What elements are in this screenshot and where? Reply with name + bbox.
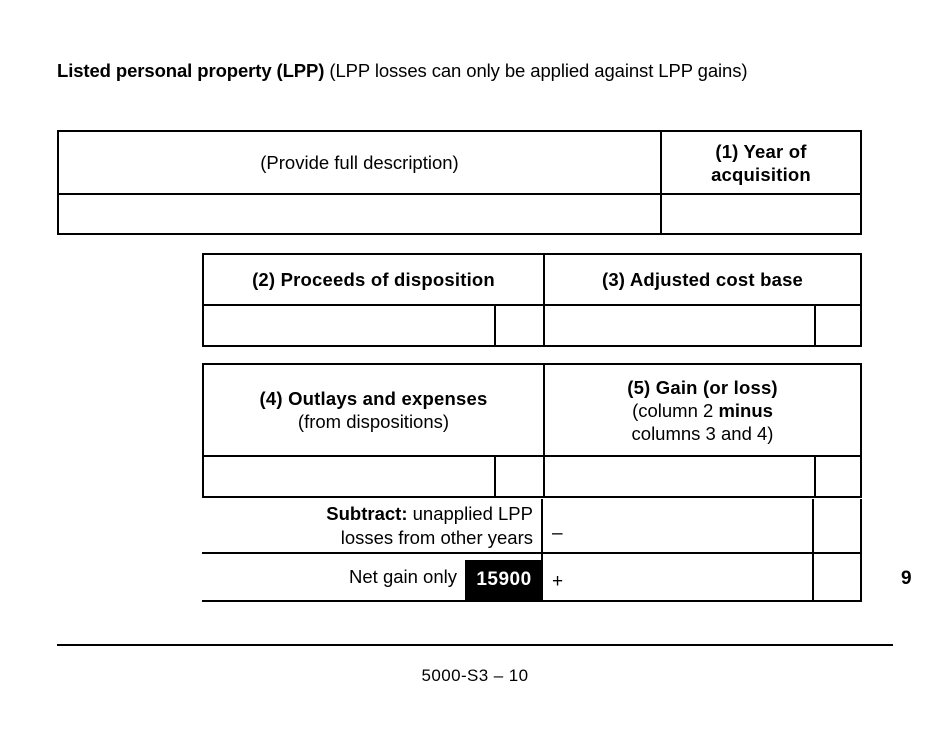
table-3-input-row (204, 457, 860, 496)
column-2-cents-input[interactable] (496, 306, 543, 345)
column-2-proceeds-header: (2) Proceeds of disposition (252, 269, 495, 290)
column-3-dollars-input[interactable] (545, 306, 814, 345)
subtract-row-right-edge (860, 499, 862, 552)
column-5-cents-divider (814, 457, 816, 496)
column-4-cents-divider (494, 457, 496, 496)
subtract-row-label: Subtract: unapplied LPP losses from othe… (202, 499, 539, 552)
plus-sign: + (552, 571, 564, 592)
column-4-dollars-input[interactable] (204, 457, 494, 496)
table-1-header-row: (Provide full description) (1) Year of a… (59, 132, 860, 195)
column-5-header-line1: (5) Gain (or loss) (627, 376, 778, 398)
minus-sign: – (552, 523, 563, 544)
year-of-acquisition-input[interactable] (662, 195, 860, 233)
section-heading: Listed personal property (LPP) (LPP loss… (57, 58, 857, 83)
subtract-unapplied-lpp-losses-row: Subtract: unapplied LPP losses from othe… (202, 499, 862, 554)
net-gain-row-cents-divider (812, 554, 814, 600)
subtract-label-line1: Subtract: unapplied LPP (326, 502, 533, 526)
table-1-input-divider (660, 195, 662, 233)
footer-form-id: 5000-S3 – 10 (421, 666, 529, 685)
subtract-dollars-input[interactable] (543, 499, 812, 552)
net-gain-row-right-edge (860, 554, 862, 600)
net-gain-cents-input[interactable] (814, 554, 860, 600)
table-3-input-divider (543, 457, 545, 496)
section-heading-plain: (LPP losses can only be applied against … (324, 60, 748, 81)
net-gain-only-row: Net gain only 15900 + (202, 554, 862, 602)
table-1-input-row (59, 195, 860, 233)
column-5-header-line2-pre: (column 2 (632, 399, 719, 421)
table-3-header-divider (543, 365, 545, 455)
description-input[interactable] (59, 195, 660, 233)
net-gain-dollars-input[interactable] (543, 554, 812, 600)
column-1-header-line2: acquisition (711, 163, 811, 185)
subtract-label-bold: Subtract: (326, 502, 408, 524)
column-4-header-line2: (from dispositions) (297, 411, 450, 432)
table-1-header-divider (660, 132, 662, 193)
column-5-header-line3: columns 3 and 4) (631, 422, 774, 444)
column-3-adjusted-cost-base-header: (3) Adjusted cost base (601, 269, 804, 290)
line-number-marker: 9 (901, 568, 912, 589)
column-4-cents-input[interactable] (496, 457, 543, 496)
column-1-header-line1: (1) Year of (715, 140, 807, 162)
footer-divider (57, 644, 893, 646)
column-5-cents-input[interactable] (816, 457, 860, 496)
proceeds-and-acb-table: (2) Proceeds of disposition (3) Adjusted… (202, 253, 862, 347)
subtract-label-line2: losses from other years (340, 526, 533, 548)
field-number-badge: 15900 (465, 560, 543, 600)
column-3-cents-input[interactable] (816, 306, 860, 345)
column-5-gain-or-loss-header: (5) Gain (or loss) (column 2 minus colum… (545, 365, 860, 455)
column-2-dollars-input[interactable] (204, 306, 494, 345)
table-2-input-divider (543, 306, 545, 345)
column-3-cents-divider (814, 306, 816, 345)
column-5-header-line2-bold: minus (718, 399, 773, 421)
column-4-outlays-header: (4) Outlays and expenses (from dispositi… (204, 365, 543, 455)
subtract-label-rest: unapplied LPP (407, 502, 533, 524)
column-4-header-line1: (4) Outlays and expenses (259, 388, 488, 409)
section-heading-bold: Listed personal property (LPP) (57, 60, 325, 81)
lpp-description-table: (Provide full description) (1) Year of a… (57, 130, 862, 235)
column-5-dollars-input[interactable] (545, 457, 814, 496)
outlays-and-gain-table: (4) Outlays and expenses (from dispositi… (202, 363, 862, 498)
column-2-cents-divider (494, 306, 496, 345)
subtract-cents-input[interactable] (814, 499, 860, 552)
table-2-header-divider (543, 255, 545, 304)
table-2-header-row: (2) Proceeds of disposition (3) Adjusted… (204, 255, 860, 306)
table-2-input-row (204, 306, 860, 345)
subtract-row-cents-divider (812, 499, 814, 552)
column-5-header-line2: (column 2 minus (632, 399, 773, 422)
column-1-year-of-acquisition-header: (1) Year of acquisition (662, 132, 860, 193)
subtract-row-divider (541, 499, 543, 552)
table-3-header-row: (4) Outlays and expenses (from dispositi… (204, 365, 860, 457)
column-description-header: (Provide full description) (260, 152, 459, 173)
net-gain-label: Net gain only (349, 566, 457, 587)
